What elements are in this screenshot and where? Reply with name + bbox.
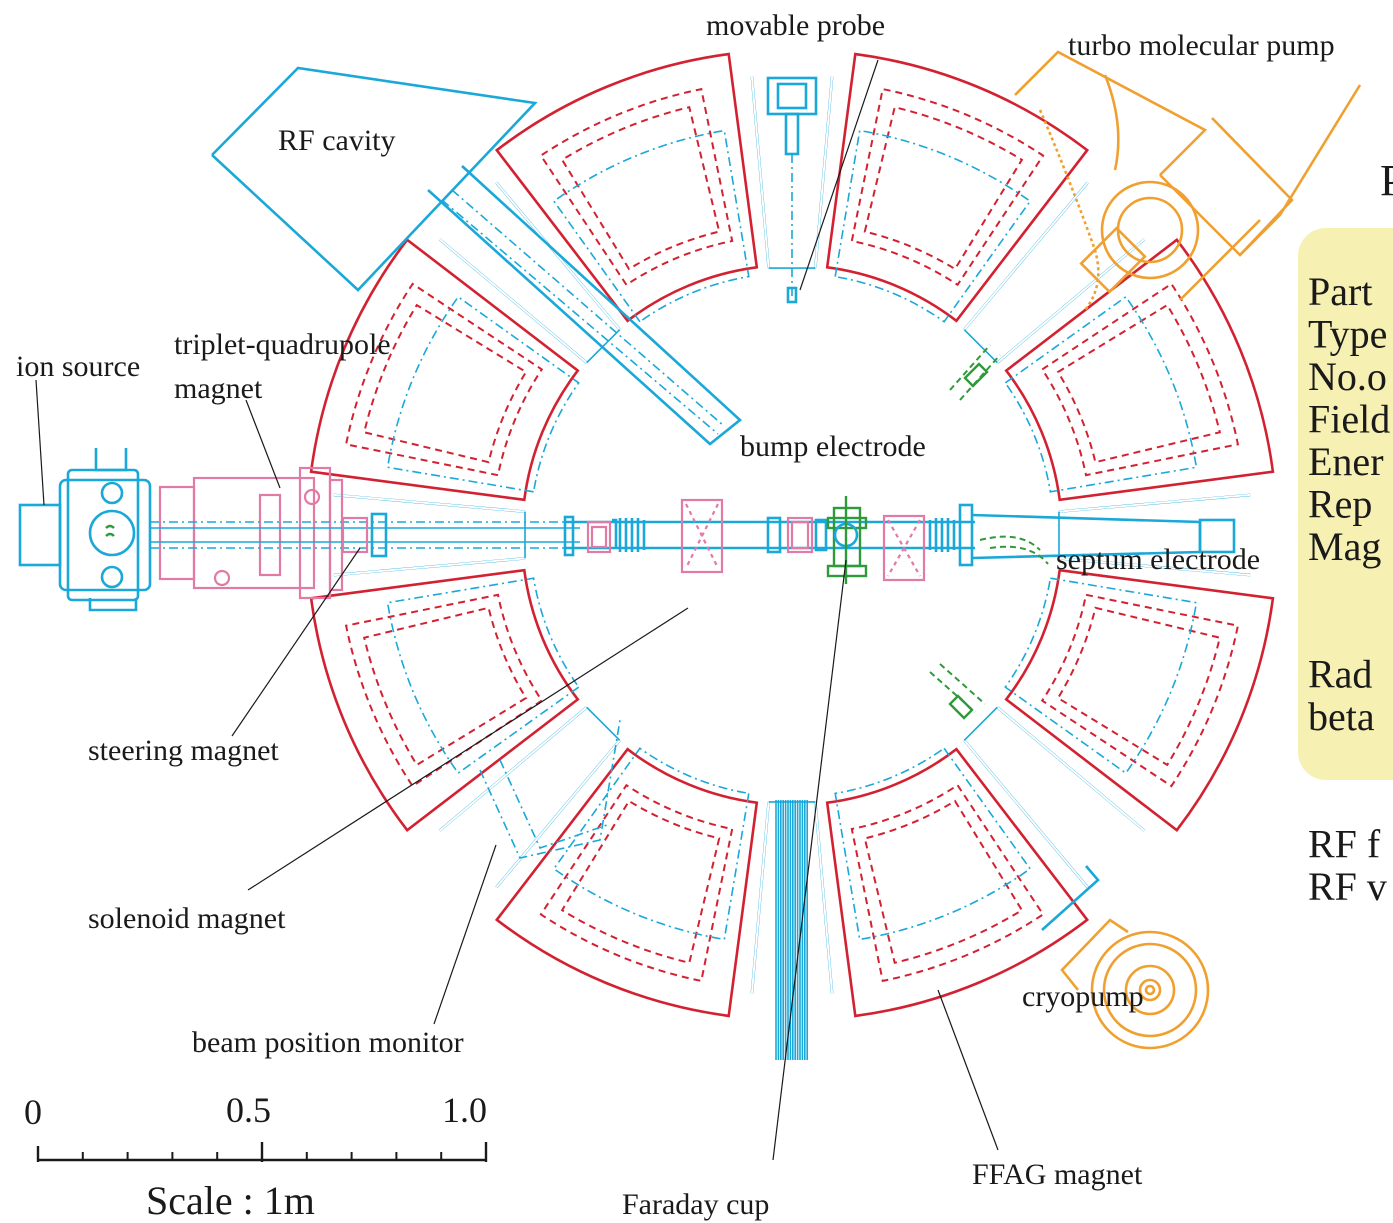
panel-row: Field: [1308, 397, 1390, 442]
ffag-magnet-sector-3: [1004, 568, 1275, 833]
scale-caption: Scale : 1m: [146, 1178, 315, 1223]
panel-row: RF v: [1308, 864, 1387, 909]
bottom-bellows: [775, 800, 809, 1060]
ffag-magnet-sector-4: [825, 747, 1090, 1018]
label-movable-probe: movable probe: [706, 9, 885, 42]
chamber-flange-1: [963, 181, 1146, 364]
septum-electrode: [958, 503, 1236, 567]
ffag-magnet-sector-6: [309, 568, 580, 833]
turbo-molecular-pump: [1014, 50, 1362, 311]
label-ffag-magnet: FFAG magnet: [972, 1158, 1143, 1191]
label-triplet-quadrupole: triplet-quadrupole: [174, 328, 391, 361]
ffag-magnet-sector-7: [309, 237, 580, 502]
faraday-cup: [826, 496, 868, 584]
panel-row: Ener: [1308, 439, 1384, 484]
triplet-quadrupole-magnet: [150, 466, 580, 600]
cryopump: [1041, 865, 1210, 1050]
panel-row: Mag: [1308, 524, 1381, 569]
chamber-flange-ring: [333, 76, 1251, 994]
panel-row: Type: [1308, 312, 1387, 357]
panel-row: RF f: [1308, 822, 1381, 867]
rf-cavity: [211, 66, 742, 446]
label-beam-position-monitor: beam position monitor: [192, 1026, 464, 1059]
scale-tick-05: 0.5: [226, 1090, 271, 1130]
label-faraday-cup: Faraday cup: [622, 1188, 769, 1221]
chamber-flange-4: [750, 801, 834, 994]
ffag-magnet-sector-8: [494, 52, 759, 323]
panel-row: Part: [1308, 269, 1372, 314]
beam-position-monitor: [479, 719, 621, 859]
ffag-magnet-sector-2: [1004, 237, 1275, 502]
leader-lines: [35, 59, 999, 1161]
scale-tick-0: 0: [24, 1092, 42, 1132]
ffag-magnet-sector-5: [494, 747, 759, 1018]
steering-magnet: [341, 512, 388, 558]
panel-row: No.o: [1308, 354, 1387, 399]
panel-row: Rad: [1308, 652, 1372, 697]
panel-row: beta: [1308, 694, 1375, 739]
chamber-flange-5: [438, 706, 621, 889]
label-steering-magnet: steering magnet: [88, 734, 279, 767]
panel-title: P: [1380, 156, 1393, 205]
central-beam-line: [563, 498, 975, 582]
bump-electrode: [929, 344, 1001, 720]
chamber-flange-3: [963, 706, 1146, 889]
label-ion-source: ion source: [16, 350, 140, 383]
ffag-magnet-ring: [309, 52, 1275, 1018]
panel-row: Rep: [1308, 482, 1372, 527]
label-turbo-molecular-pump: turbo molecular pump: [1068, 29, 1335, 62]
chamber-flange-7: [438, 181, 621, 364]
chamber-flange-8: [750, 76, 834, 269]
label-cryopump: cryopump: [1022, 980, 1144, 1013]
label-triplet-quadrupole-magnet: magnet: [174, 372, 263, 405]
movable-probe: [766, 76, 818, 304]
chamber-flange-6: [333, 493, 526, 577]
label-rf-cavity: RF cavity: [278, 124, 396, 157]
ion-source: [18, 448, 152, 612]
label-solenoid-magnet: solenoid magnet: [88, 902, 286, 935]
chamber-flange-2: [1058, 493, 1251, 577]
ffag-magnet-sector-1: [825, 52, 1090, 323]
label-septum-electrode: septum electrode: [1056, 543, 1260, 576]
scale-tick-10: 1.0: [442, 1090, 487, 1130]
label-bump-electrode: bump electrode: [740, 430, 926, 463]
scale-bar: 0 0.5 1.0 Scale : 1m: [24, 1090, 488, 1223]
